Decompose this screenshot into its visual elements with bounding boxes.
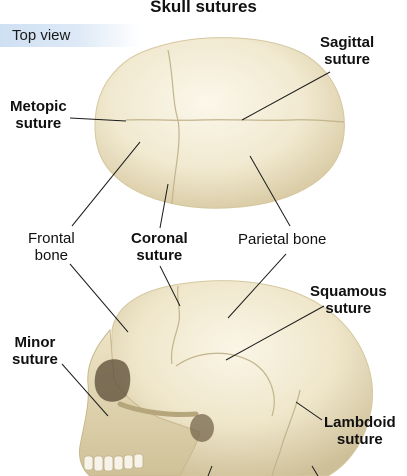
side-orbit bbox=[94, 359, 131, 402]
label-metopic-suture: Metopic suture bbox=[10, 98, 67, 132]
side-teeth bbox=[83, 453, 144, 472]
leader-squamous bbox=[225, 305, 325, 361]
top-view-label: Top view bbox=[12, 27, 71, 44]
label-coronal-suture: Coronal suture bbox=[131, 230, 188, 264]
label-frontal-bone: Frontal bone bbox=[28, 230, 75, 264]
diagram-title: Skull sutures bbox=[150, 0, 257, 16]
leader-coronal-side bbox=[159, 265, 181, 307]
leader-metopic bbox=[69, 117, 127, 122]
top-view-skull bbox=[94, 37, 345, 209]
label-parietal-bone: Parietal bone bbox=[238, 231, 327, 248]
label-squamous-suture: Squamous suture bbox=[310, 283, 387, 317]
label-lambdoid-suture: Lambdoid suture bbox=[324, 414, 396, 448]
leader-lambdoid bbox=[295, 401, 323, 421]
leader-bottom-2 bbox=[311, 465, 319, 476]
leader-frontal bbox=[71, 141, 141, 227]
side-coronal-suture bbox=[170, 285, 181, 365]
leader-bottom-1 bbox=[207, 465, 213, 476]
leader-parietal bbox=[249, 155, 291, 227]
label-sagittal-suture: Sagittal suture bbox=[320, 34, 375, 68]
label-minor-suture: Minor suture bbox=[12, 334, 58, 368]
leader-lines bbox=[61, 71, 331, 476]
leader-sagittal bbox=[241, 71, 331, 121]
side-ear-canal bbox=[190, 414, 214, 442]
leader-coronal bbox=[159, 183, 169, 229]
top-skull-outline bbox=[94, 37, 345, 209]
leader-frontal-side bbox=[69, 263, 129, 333]
side-lambdoid-suture bbox=[271, 389, 301, 476]
side-zygomatic bbox=[117, 401, 199, 417]
top-view-band bbox=[0, 24, 140, 47]
leader-parietal-side bbox=[227, 253, 287, 319]
top-coronal-suture bbox=[167, 49, 180, 205]
side-squamous-suture bbox=[175, 352, 275, 417]
leader-minor bbox=[61, 363, 109, 417]
side-view-skull bbox=[79, 280, 374, 476]
